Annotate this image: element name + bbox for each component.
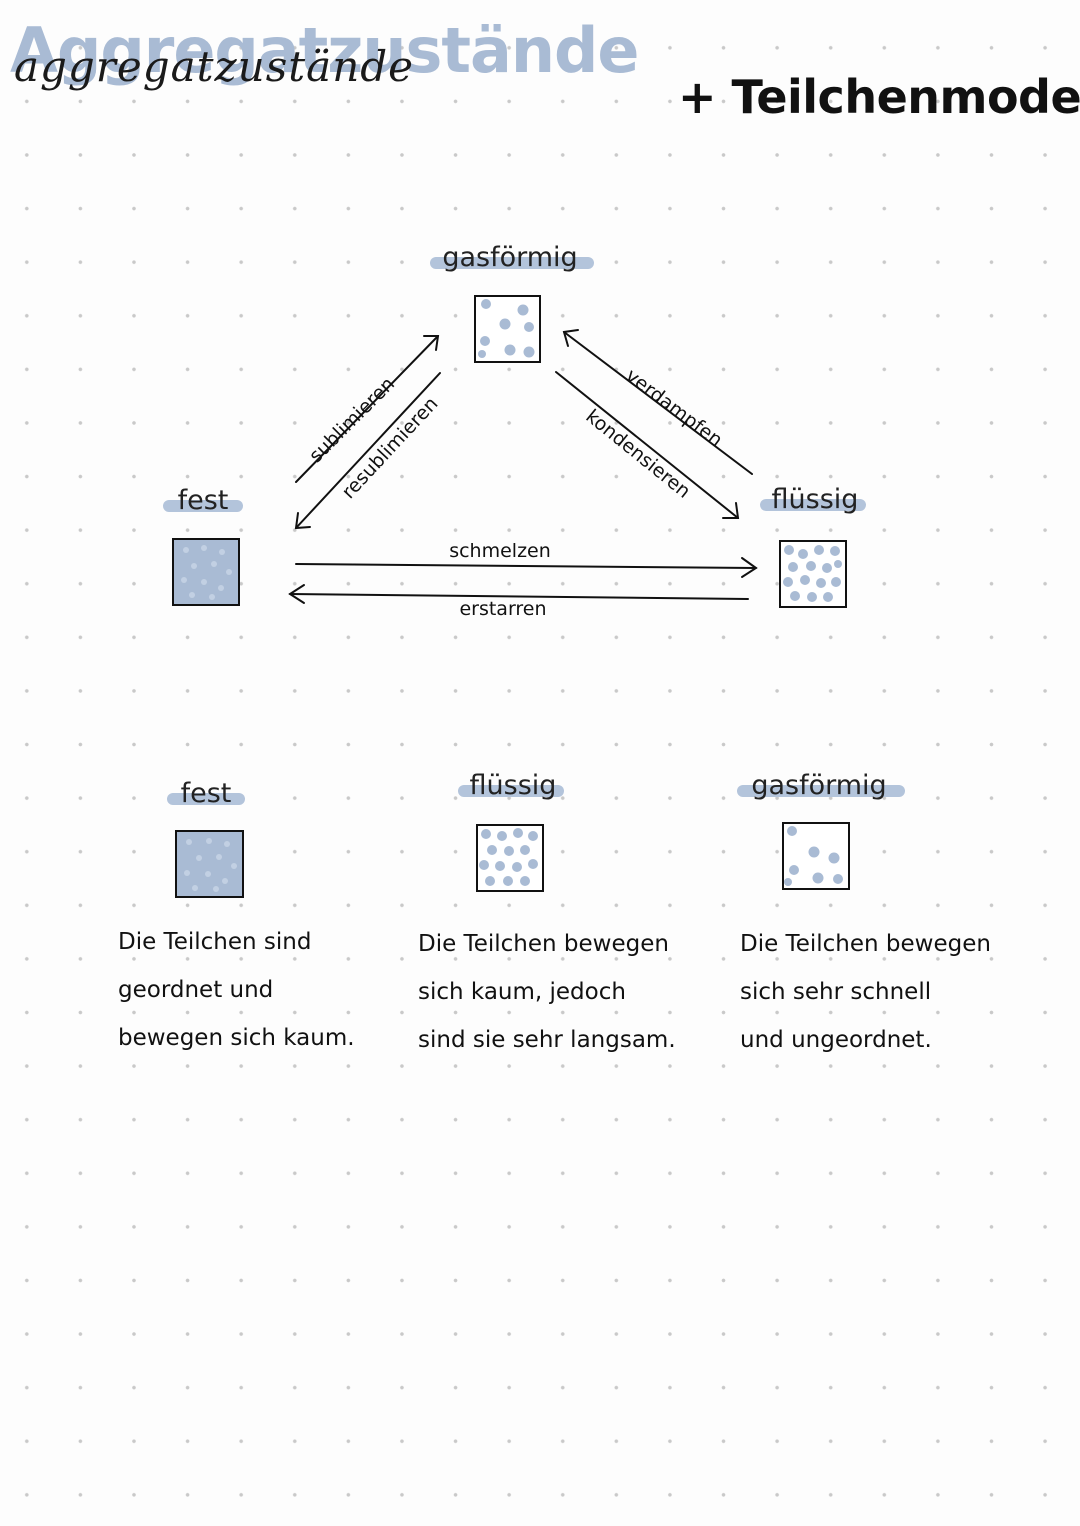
particle-box-gas-diagram — [474, 295, 541, 363]
particle-box-solid-diagram — [172, 538, 240, 606]
arrow-sublimieren-head — [423, 335, 440, 351]
liquid-particles — [783, 545, 842, 602]
arrow-kondensieren-head — [722, 502, 740, 519]
state-label-liquid: flüssig — [771, 484, 859, 515]
solid-particles — [181, 545, 232, 600]
highlight-gas — [430, 257, 594, 269]
title-script: aggregatzustände — [14, 42, 414, 91]
model-label-liquid: flüssig — [469, 770, 557, 801]
description-line: Die Teilchen bewegen — [740, 931, 991, 957]
highlight-liquid — [760, 499, 866, 511]
description-line: geordnet und — [118, 977, 274, 1003]
particle-box-solid — [175, 830, 244, 898]
arrow-schmelzen — [295, 563, 757, 569]
title-background-lettering: Aggregatzustände — [10, 14, 639, 87]
subtitle: + Teilchenmodell — [678, 70, 1080, 124]
gas-particles — [478, 299, 535, 358]
arrow-erstarren-head — [288, 584, 305, 604]
solid-particles — [184, 838, 237, 892]
description-line: sich sehr schnell — [740, 979, 932, 1005]
model-label-gas: gasförmig — [751, 770, 887, 801]
arrow-verdampfen — [563, 331, 753, 475]
arrow-resublimieren — [295, 372, 441, 529]
arrow-kondensieren — [555, 371, 739, 519]
particle-box-liquid — [476, 824, 544, 892]
gas-particles — [784, 826, 843, 886]
description-gas: Die Teilchen bewegen sich sehr schnell u… — [740, 920, 991, 1064]
description-liquid: Die Teilchen bewegen sich kaum, jedoch s… — [418, 920, 676, 1064]
description-line: sind sie sehr langsam. — [418, 1027, 676, 1053]
model-label-solid: fest — [180, 778, 232, 809]
particle-box-gas — [782, 822, 850, 890]
label-erstarren: erstarren — [459, 598, 547, 620]
highlight-model-solid — [167, 793, 245, 805]
arrow-resublimieren-head — [294, 512, 311, 530]
description-line: sich kaum, jedoch — [418, 979, 626, 1005]
label-schmelzen: schmelzen — [449, 540, 551, 562]
arrow-verdampfen-head — [562, 329, 579, 347]
highlight-solid — [163, 500, 243, 512]
arrow-schmelzen-head — [741, 557, 758, 578]
particle-box-liquid-diagram — [779, 540, 847, 608]
highlight-model-liquid — [458, 785, 564, 797]
arrow-erstarren — [289, 593, 749, 600]
liquid-particles — [479, 828, 538, 886]
description-line: Die Teilchen bewegen — [418, 931, 669, 957]
description-line: Die Teilchen sind — [118, 929, 312, 955]
description-line: bewegen sich kaum. — [118, 1025, 355, 1051]
arrow-sublimieren — [295, 335, 439, 483]
description-solid: Die Teilchen sind geordnet und bewegen s… — [118, 918, 355, 1062]
highlight-model-gas — [737, 785, 905, 797]
description-line: und ungeordnet. — [740, 1027, 932, 1053]
state-label-solid: fest — [177, 485, 229, 516]
state-label-gas: gasförmig — [442, 242, 578, 273]
